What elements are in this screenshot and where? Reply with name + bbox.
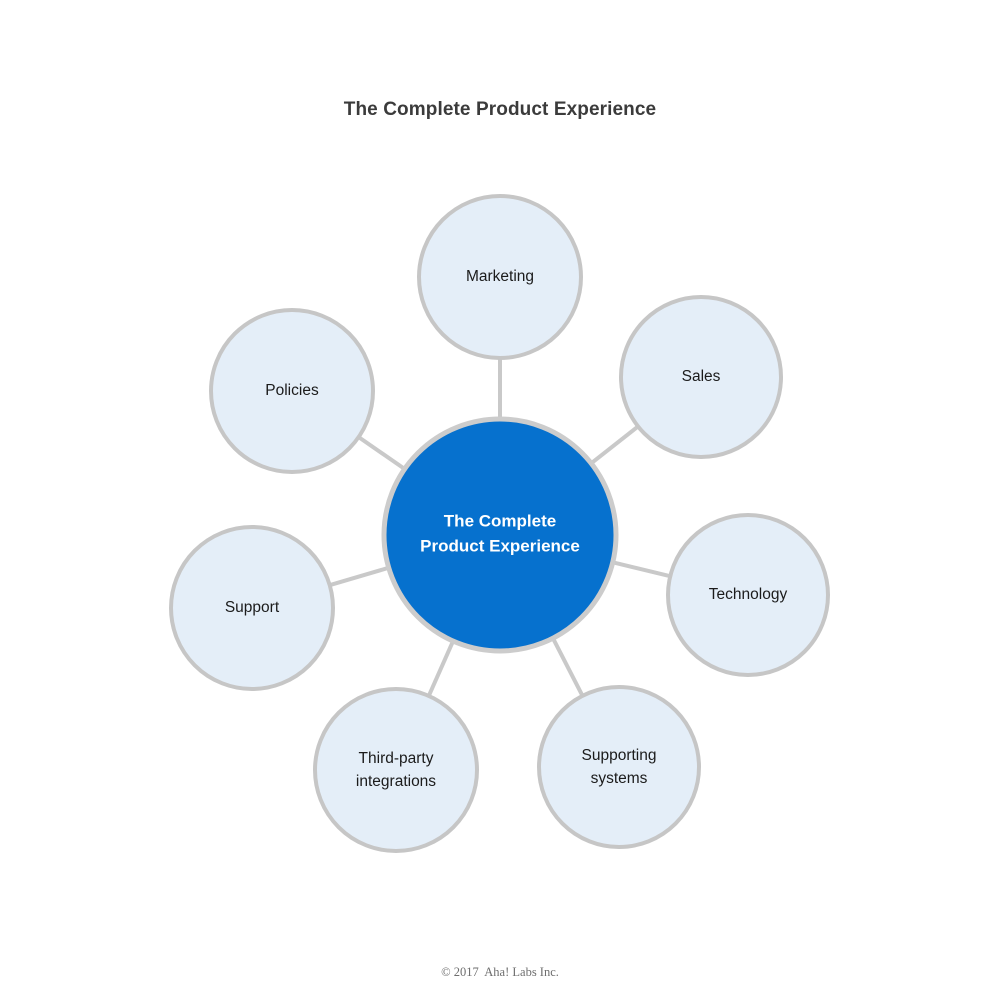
node-label-supporting-systems-line2: systems (591, 770, 648, 787)
hub-label-line1: The Complete (444, 511, 556, 530)
node-support[interactable]: Support (169, 525, 335, 691)
node-circle-support (169, 525, 335, 691)
spoke-line-support (328, 565, 391, 588)
spokes-group (328, 357, 672, 698)
node-circle-technology (666, 513, 830, 677)
node-policies[interactable]: Policies (209, 308, 375, 474)
node-label-technology: Technology (709, 586, 788, 603)
node-label-supporting-systems: Supporting (582, 747, 657, 764)
spoke-line-supporting-systems (550, 636, 585, 698)
node-label-third-party-integrations-line2: integrations (356, 773, 436, 790)
node-label-sales: Sales (682, 368, 721, 385)
node-label-third-party-integrations: Third-party (359, 750, 434, 767)
node-label-policies: Policies (265, 382, 319, 399)
page-title: The Complete Product Experience (343, 99, 657, 120)
node-label-marketing: Marketing (466, 268, 534, 285)
node-label-support: Support (225, 599, 280, 616)
node-sales[interactable]: Sales (619, 295, 783, 459)
spoke-line-policies (356, 434, 407, 472)
node-third-party-integrations[interactable]: Third-party integrations (313, 687, 479, 853)
hub-label-line2: Product Experience (420, 536, 580, 555)
copyright-footer: © 2017 Aha! Labs Inc. (441, 965, 559, 979)
node-circle-third-party-integrations (313, 687, 479, 853)
spoke-line-technology (611, 560, 672, 579)
node-technology[interactable]: Technology (666, 513, 830, 677)
spoke-line-sales (589, 424, 641, 466)
hub-circle (381, 416, 619, 654)
node-circle-marketing (417, 194, 583, 360)
node-marketing[interactable]: Marketing (417, 194, 583, 360)
node-supporting-systems[interactable]: Supporting systems (537, 685, 701, 849)
node-circle-policies (209, 308, 375, 474)
node-circle-sales (619, 295, 783, 459)
node-circle-supporting-systems (537, 685, 701, 849)
spoke-line-third-party-integrations (426, 639, 456, 698)
